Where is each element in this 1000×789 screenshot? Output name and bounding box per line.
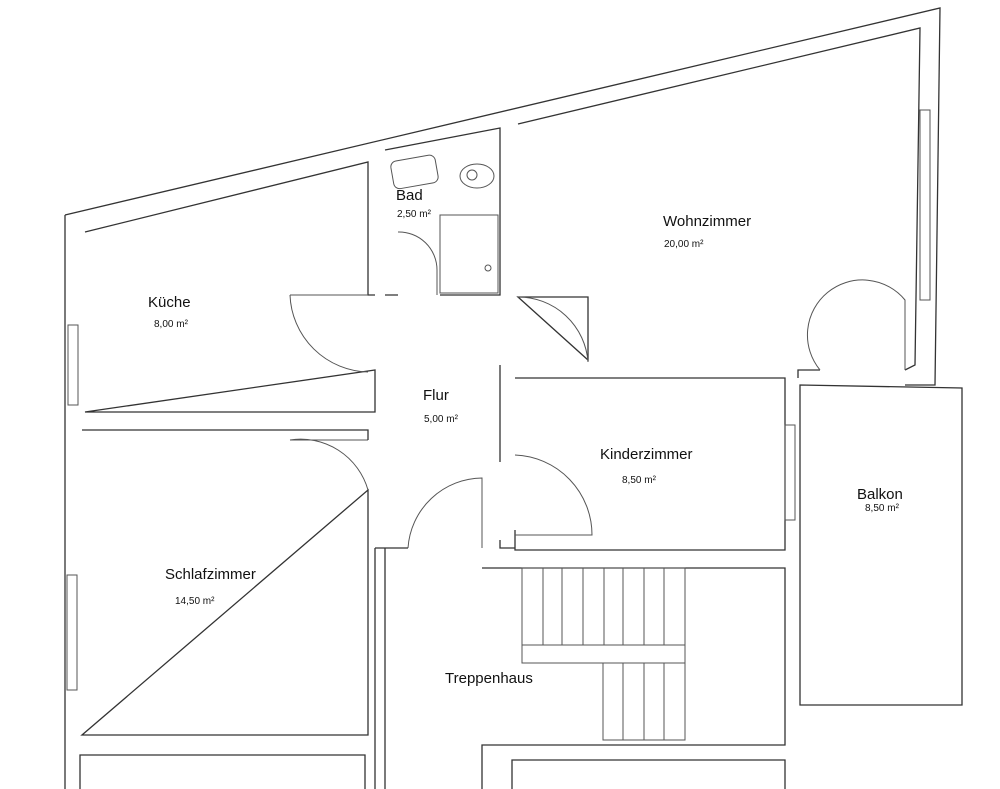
- staircase: [521, 567, 686, 741]
- hallway-wall: [374, 547, 786, 789]
- lower-wall: [79, 754, 786, 789]
- window: [66, 574, 78, 691]
- room-name-bad: Bad: [396, 187, 423, 204]
- shower-icon: [439, 214, 499, 294]
- bath-wall: [384, 127, 501, 296]
- balcony-door-arc: [806, 279, 906, 371]
- room-name-schlafzimmer: Schlafzimmer: [165, 566, 256, 583]
- bath-door-arc: [397, 231, 438, 295]
- bathtub-icon: [390, 154, 439, 190]
- room-name-treppenhaus: Treppenhaus: [445, 670, 533, 687]
- room-name-wohnzimmer: Wohnzimmer: [663, 213, 752, 230]
- balcony-outline: [799, 384, 963, 706]
- bedroom-door-arc: [289, 438, 369, 491]
- children-room-wall: [499, 365, 786, 551]
- room-area-kueche: 8,00 m²: [154, 319, 188, 330]
- living-door-arc: [517, 296, 589, 363]
- toilet-icon: [459, 163, 495, 189]
- window: [784, 424, 796, 521]
- window: [919, 109, 931, 301]
- children-door-arc: [514, 454, 593, 536]
- room-area-flur: 5,00 m²: [424, 414, 458, 425]
- room-area-balkon: 8,50 m²: [865, 503, 899, 514]
- room-area-wohnzimmer: 20,00 m²: [664, 239, 704, 250]
- bedroom-wall: [80, 429, 369, 736]
- room-name-kueche: Küche: [148, 294, 191, 311]
- living-room-wall: [516, 27, 921, 378]
- window: [67, 324, 79, 406]
- room-name-kinderzimmer: Kinderzimmer: [600, 446, 693, 463]
- room-name-balkon: Balkon: [857, 486, 903, 503]
- room-area-schlafzimmer: 14,50 m²: [175, 596, 215, 607]
- stair-door-arc: [407, 477, 483, 549]
- outer-wall: [64, 7, 941, 386]
- room-area-bad: 2,50 m²: [397, 209, 431, 220]
- kitchen-door-arc: [289, 294, 369, 373]
- room-area-kinderzimmer: 8,50 m²: [622, 475, 656, 486]
- room-name-flur: Flur: [423, 387, 449, 404]
- kitchen-wall: [84, 161, 376, 413]
